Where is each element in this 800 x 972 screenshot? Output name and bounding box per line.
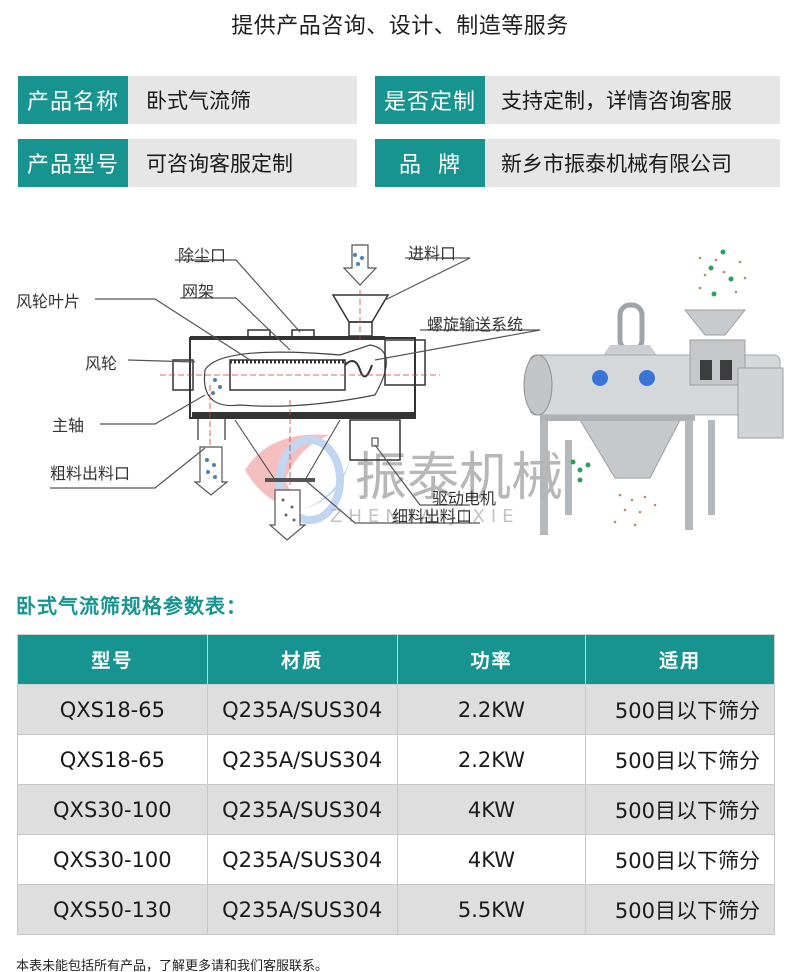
- info-row-2: 产品型号 可咨询客服定制 品 牌 新乡市振泰机械有限公司: [18, 139, 780, 187]
- value-product-model: 可咨询客服定制: [128, 139, 357, 187]
- cell-model: QXS30-100: [17, 834, 208, 885]
- spec-table-header: 型号 材质 功率 适用: [17, 634, 775, 685]
- cell-application: 500目以下筛分: [585, 684, 775, 735]
- cell-application: 500目以下筛分: [585, 784, 775, 835]
- callout-dust-outlet: 除尘口: [178, 246, 227, 265]
- watermark-cn: 振泰机械: [355, 448, 563, 508]
- footnote: 本表未能包括所有产品，了解更多请和我们客服联系。: [16, 959, 329, 972]
- cell-material: Q235A/SUS304: [206, 834, 398, 885]
- cell-model: QXS50-130: [17, 884, 208, 935]
- table-row: QXS18-65 Q235A/SUS304 2.2KW 500目以下筛分: [17, 684, 775, 735]
- table-row: QXS18-65 Q235A/SUS304 2.2KW 500目以下筛分: [17, 734, 775, 785]
- cell-model: QXS18-65: [17, 734, 208, 785]
- cell-application: 500目以下筛分: [585, 884, 775, 935]
- table-row: QXS50-130 Q235A/SUS304 5.5KW 500目以下筛分: [17, 884, 775, 935]
- callout-coarse-outlet: 粗料出料口: [50, 464, 131, 483]
- particles-green: [570, 249, 734, 483]
- spec-table-title: 卧式气流筛规格参数表：: [16, 594, 247, 618]
- value-customizable: 支持定制，详情咨询客服: [485, 76, 780, 124]
- value-brand: 新乡市振泰机械有限公司: [485, 139, 780, 187]
- cell-power: 5.5KW: [396, 884, 587, 935]
- value-product-name: 卧式气流筛: [128, 76, 357, 124]
- callout-fine-outlet: 细料出料口: [392, 507, 473, 526]
- cell-model: QXS30-100: [17, 784, 208, 835]
- callout-screw-conveyor: 螺旋输送系统: [427, 315, 524, 334]
- product-photo: [523, 302, 784, 535]
- cell-power: 2.2KW: [396, 734, 587, 785]
- column-header-application: 适用: [585, 634, 775, 685]
- column-header-model: 型号: [17, 634, 208, 685]
- product-figure: 振泰机械 ZHENTAIJIXIE: [0, 215, 800, 555]
- label-product-model: 产品型号: [18, 139, 128, 187]
- cell-power: 4KW: [396, 834, 587, 885]
- column-header-material: 材质: [206, 634, 398, 685]
- table-row: QXS30-100 Q235A/SUS304 4KW 500目以下筛分: [17, 784, 775, 835]
- cell-material: Q235A/SUS304: [206, 684, 398, 735]
- callout-screen-frame: 网架: [182, 282, 215, 301]
- callout-fan-wheel: 风轮: [85, 354, 118, 373]
- callout-main-shaft: 主轴: [52, 416, 85, 435]
- table-row: QXS30-100 Q235A/SUS304 4KW 500目以下筛分: [17, 834, 775, 885]
- label-brand: 品 牌: [375, 139, 485, 187]
- cell-model: QXS18-65: [17, 684, 208, 735]
- column-header-power: 功率: [396, 634, 587, 685]
- watermark-en: ZHENTAIJIXIE: [330, 506, 520, 527]
- label-product-name: 产品名称: [18, 76, 128, 124]
- machine-diagram: 振泰机械 ZHENTAIJIXIE: [50, 244, 784, 541]
- page-title: 提供产品咨询、设计、制造等服务: [231, 14, 569, 39]
- cell-power: 2.2KW: [396, 684, 587, 735]
- cell-application: 500目以下筛分: [585, 834, 775, 885]
- cell-material: Q235A/SUS304: [206, 784, 398, 835]
- callout-drive-motor: 驱动电机: [432, 489, 497, 508]
- label-customizable: 是否定制: [375, 76, 485, 124]
- cell-material: Q235A/SUS304: [206, 884, 398, 935]
- callout-feed-inlet: 进料口: [408, 244, 457, 263]
- cell-power: 4KW: [396, 784, 587, 835]
- info-row-1: 产品名称 卧式气流筛 是否定制 支持定制，详情咨询客服: [18, 76, 780, 124]
- spec-table: 型号 材质 功率 适用 QXS18-65 Q235A/SUS304 2.2KW …: [17, 634, 775, 935]
- callout-fan-blade: 风轮叶片: [16, 292, 81, 311]
- particles-tan: [613, 256, 747, 527]
- cell-application: 500目以下筛分: [585, 734, 775, 785]
- cell-material: Q235A/SUS304: [206, 734, 398, 785]
